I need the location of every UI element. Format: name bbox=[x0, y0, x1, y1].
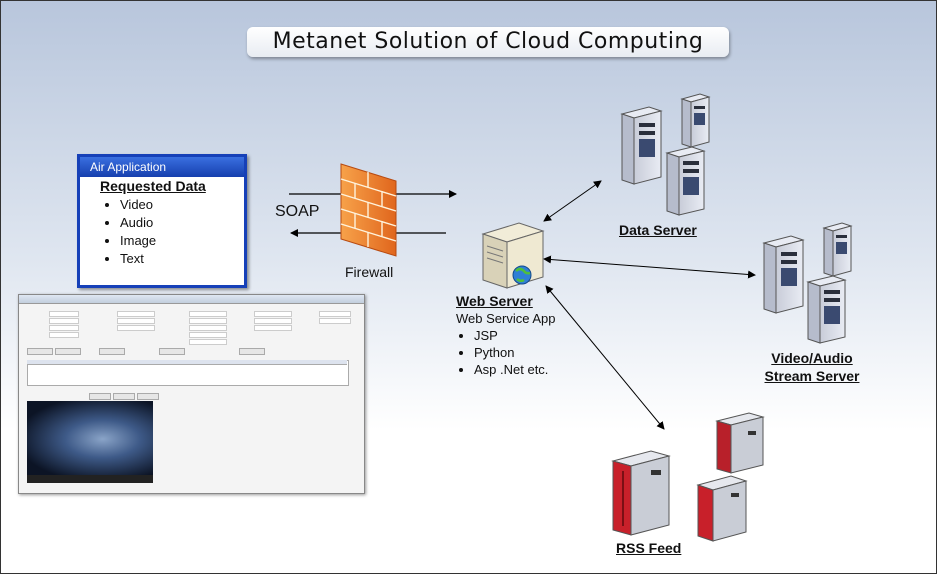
firewall-label: Firewall bbox=[345, 264, 394, 280]
list-item: Audio bbox=[120, 214, 244, 232]
air-application-panel: Air Application Requested Data Video Aud… bbox=[77, 154, 247, 288]
link-rss-feed bbox=[545, 285, 665, 430]
data-server-label: Data Server bbox=[619, 222, 697, 238]
web-server-info: Web Server Web Service App JSP Python As… bbox=[456, 293, 555, 378]
screenshot-video-preview bbox=[27, 401, 153, 477]
web-server-title: Web Server bbox=[456, 293, 533, 309]
rss-feed-icon bbox=[611, 412, 765, 542]
soap-label: SOAP bbox=[275, 203, 320, 220]
list-item: Image bbox=[120, 232, 244, 250]
list-item: Video bbox=[120, 196, 244, 214]
list-item: Text bbox=[120, 250, 244, 268]
web-server-subtitle: Web Service App bbox=[456, 311, 556, 326]
screenshot-video-controls bbox=[27, 475, 153, 483]
screenshot-titlebar bbox=[19, 295, 364, 304]
video-server-label: Video/Audio Stream Server bbox=[753, 349, 871, 385]
link-data-server bbox=[543, 180, 602, 222]
air-application-header: Air Application bbox=[80, 157, 244, 177]
list-item: Asp .Net etc. bbox=[474, 361, 555, 378]
link-video-server bbox=[543, 255, 756, 279]
data-server-icon bbox=[620, 93, 711, 216]
web-server-tech-list: JSP Python Asp .Net etc. bbox=[456, 327, 555, 378]
video-server-label-line-2: Stream Server bbox=[764, 368, 860, 384]
rss-feed-label: RSS Feed bbox=[616, 540, 682, 556]
video-server-icon bbox=[762, 222, 853, 344]
web-server-icon bbox=[481, 222, 545, 289]
firewall-icon bbox=[340, 163, 397, 257]
requested-data-heading: Requested Data bbox=[100, 178, 206, 194]
list-item: JSP bbox=[474, 327, 555, 344]
requested-data-list: Video Audio Image Text bbox=[80, 196, 244, 268]
diagram-title: Metanet Solution of Cloud Computing bbox=[247, 27, 729, 57]
video-server-label-line-1: Video/Audio bbox=[771, 350, 853, 366]
client-app-screenshot bbox=[18, 294, 365, 494]
list-item: Python bbox=[474, 344, 555, 361]
